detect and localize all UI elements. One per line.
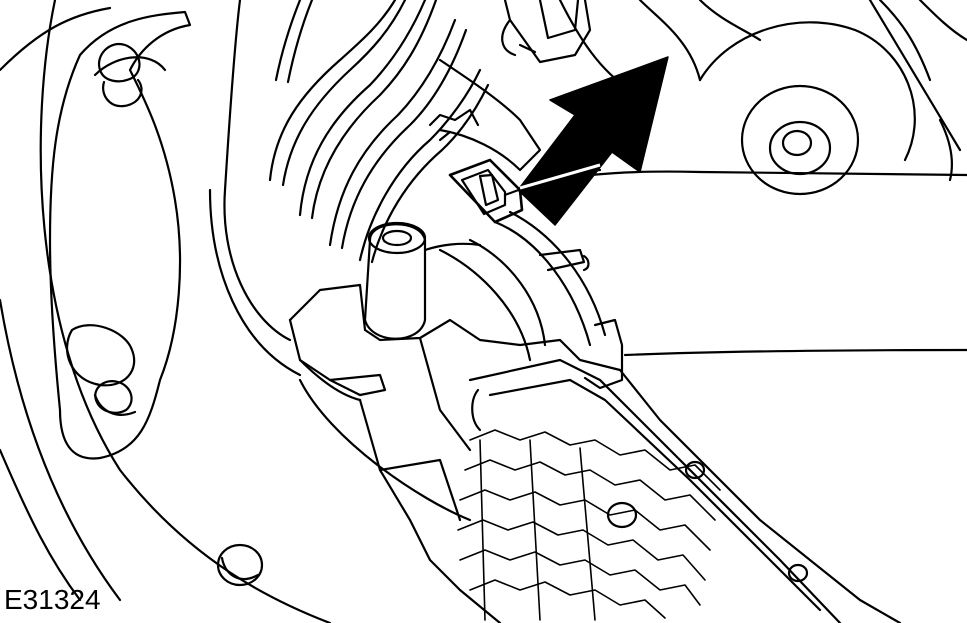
hose-clamp bbox=[438, 158, 624, 390]
bolt-lower-left bbox=[94, 380, 133, 414]
bolt-upper-left bbox=[97, 42, 143, 108]
module-grille bbox=[457, 429, 721, 621]
module-holes bbox=[606, 460, 809, 583]
electrical-connector bbox=[501, 0, 592, 64]
reservoir-neck bbox=[363, 221, 482, 340]
body-outline bbox=[0, 0, 472, 623]
brake-pipes bbox=[268, 0, 490, 264]
arrow-icon bbox=[517, 56, 669, 226]
figure-id-label: E31324 bbox=[4, 584, 101, 615]
rivet bbox=[216, 543, 264, 587]
